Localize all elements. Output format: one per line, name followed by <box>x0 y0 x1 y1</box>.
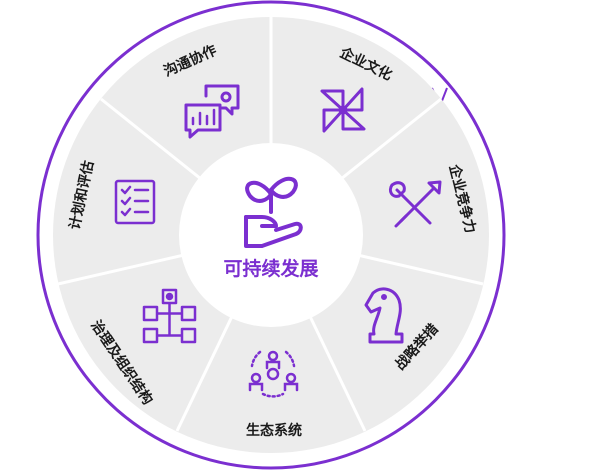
chess-knight-icon <box>364 287 404 344</box>
checklist-icon <box>114 179 156 225</box>
center-circle <box>179 143 363 327</box>
wrench-screwdriver-icon <box>388 180 442 228</box>
pinwheel-icon <box>320 87 366 133</box>
org-chart-icon <box>142 288 197 344</box>
segment-label-ecosystem: 生态系统 <box>246 422 302 439</box>
chat-bubbles-icon <box>184 84 240 139</box>
outer-ring <box>36 0 506 470</box>
center-label: 可持续发展 <box>223 257 318 280</box>
ecosystem-people-icon <box>248 350 299 398</box>
plant-hand-icon <box>244 177 303 248</box>
